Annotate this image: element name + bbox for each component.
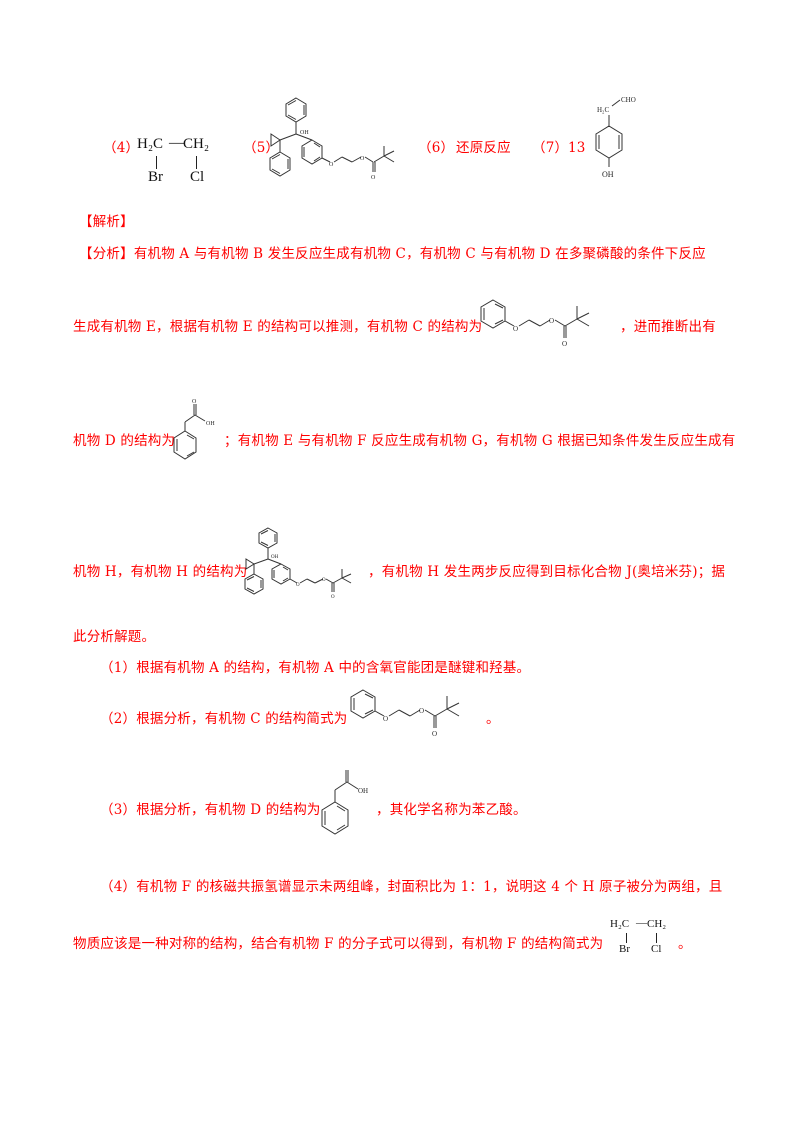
svg-text:O: O <box>371 175 376 181</box>
structure-d-inline: O OH <box>173 399 215 460</box>
analysis-tag: 【分析】 <box>79 246 134 262</box>
answer-6-value: 还原反应 <box>456 140 511 156</box>
answer-q2-pre: （2）根据分析，有机物 C 的结构简式为 <box>100 711 348 727</box>
svg-text:O: O <box>549 317 554 325</box>
answer-q2-post: 。 <box>486 711 500 727</box>
svg-text:OH: OH <box>300 130 309 136</box>
answer-6-label: （6） <box>418 140 455 156</box>
analysis-line-5: 此分析解题。 <box>73 629 156 645</box>
structure-h-inline: OH O O O <box>244 527 352 600</box>
analysis-line-4-pre: 机物 H，有机物 H 的结构为 <box>73 564 248 580</box>
cl-label: Cl <box>190 169 205 185</box>
svg-text:O: O <box>360 156 365 162</box>
bond-vertical <box>656 933 657 943</box>
section-title: 【解析】 <box>79 214 134 230</box>
structure-f-large: H₂C — CH₂ Br Cl <box>137 135 217 196</box>
answer-7-label: （7） <box>532 140 569 156</box>
analysis-text: 有机物 A 与有机物 B 发生反应生成有机物 C，有机物 C 与有机物 D 在多… <box>133 246 706 262</box>
svg-text:OH: OH <box>602 170 614 179</box>
analysis-line-1: 【分析】有机物 A 与有机物 B 发生反应生成有机物 C，有机物 C 与有机物 … <box>79 245 706 263</box>
svg-text:O: O <box>331 595 335 600</box>
bond-dash: — <box>636 917 647 929</box>
h2c-label: H₂C <box>610 918 630 930</box>
br-label: Br <box>148 169 163 185</box>
h2c-label: H₂C <box>137 136 164 152</box>
analysis-line-3-post: ；有机物 E 与有机物 F 反应生成有机物 G，有机物 G 根据已知条件发生反应… <box>224 433 736 449</box>
svg-text:O: O <box>383 715 388 723</box>
structure-c-answer: O O O <box>350 689 460 738</box>
bond-vertical <box>196 156 197 169</box>
answer-7-value: 13 <box>568 140 586 156</box>
answer-5-label: （5） <box>243 140 280 156</box>
svg-text:OH: OH <box>358 787 368 795</box>
svg-text:OH: OH <box>206 421 215 427</box>
svg-text:O: O <box>192 399 197 405</box>
svg-text:OH: OH <box>271 555 279 560</box>
analysis-line-2-post: ，进而推断出有 <box>620 319 716 335</box>
cl-label: Cl <box>651 943 662 955</box>
bond-vertical <box>156 156 157 169</box>
svg-text:O: O <box>329 162 334 168</box>
svg-text:CHO: CHO <box>621 96 636 104</box>
answer-q4-line-2-pre: 物质应该是一种对称的结构，结合有机物 F 的分子式可以得到，有机物 F 的结构简… <box>73 936 604 952</box>
analysis-line-4-post: ，有机物 H 发生两步反应得到目标化合物 J(奥培米芬)；据 <box>368 564 726 580</box>
answer-q3-post: ，其化学名称为苯乙酸。 <box>376 802 527 818</box>
svg-text:O: O <box>562 340 567 348</box>
answer-q4-line-2-post: 。 <box>678 936 692 952</box>
svg-text:O: O <box>296 583 300 588</box>
svg-text:O: O <box>513 325 518 333</box>
bond-vertical <box>626 933 627 943</box>
structure-h-top: OH O O O <box>269 97 395 181</box>
analysis-line-3-pre: 机物 D 的结构为 <box>73 433 176 449</box>
svg-text:H₂C: H₂C <box>597 106 609 114</box>
svg-text:O: O <box>322 578 326 583</box>
br-label: Br <box>619 943 630 955</box>
ch2-label: CH₂ <box>183 136 210 152</box>
structure-c-inline: O O O <box>480 299 590 348</box>
bond-dash: — <box>169 135 184 151</box>
answer-4-label: （4） <box>103 140 140 156</box>
analysis-line-2-pre: 生成有机物 E，根据有机物 E 的结构可以推测，有机物 C 的结构为 <box>73 319 483 335</box>
structure-answer-7: H₂C CHO OH <box>595 96 636 179</box>
answer-q1: （1）根据有机物 A 的结构，有机物 A 中的含氧官能团是醚键和羟基。 <box>100 660 531 676</box>
answer-q3-pre: （3）根据分析，有机物 D 的结构为 <box>100 802 321 818</box>
svg-text:O: O <box>432 730 437 738</box>
svg-text:O: O <box>419 707 424 715</box>
answer-q4-line-1: （4）有机物 F 的核磁共振氢谱显示未两组峰，封面积比为 1：1，说明这 4 个… <box>100 879 723 895</box>
structure-f-small: H₂C — CH₂ Br Cl <box>610 917 680 960</box>
structure-d-answer: OH <box>321 770 368 835</box>
ch2-label: CH₂ <box>647 918 667 930</box>
